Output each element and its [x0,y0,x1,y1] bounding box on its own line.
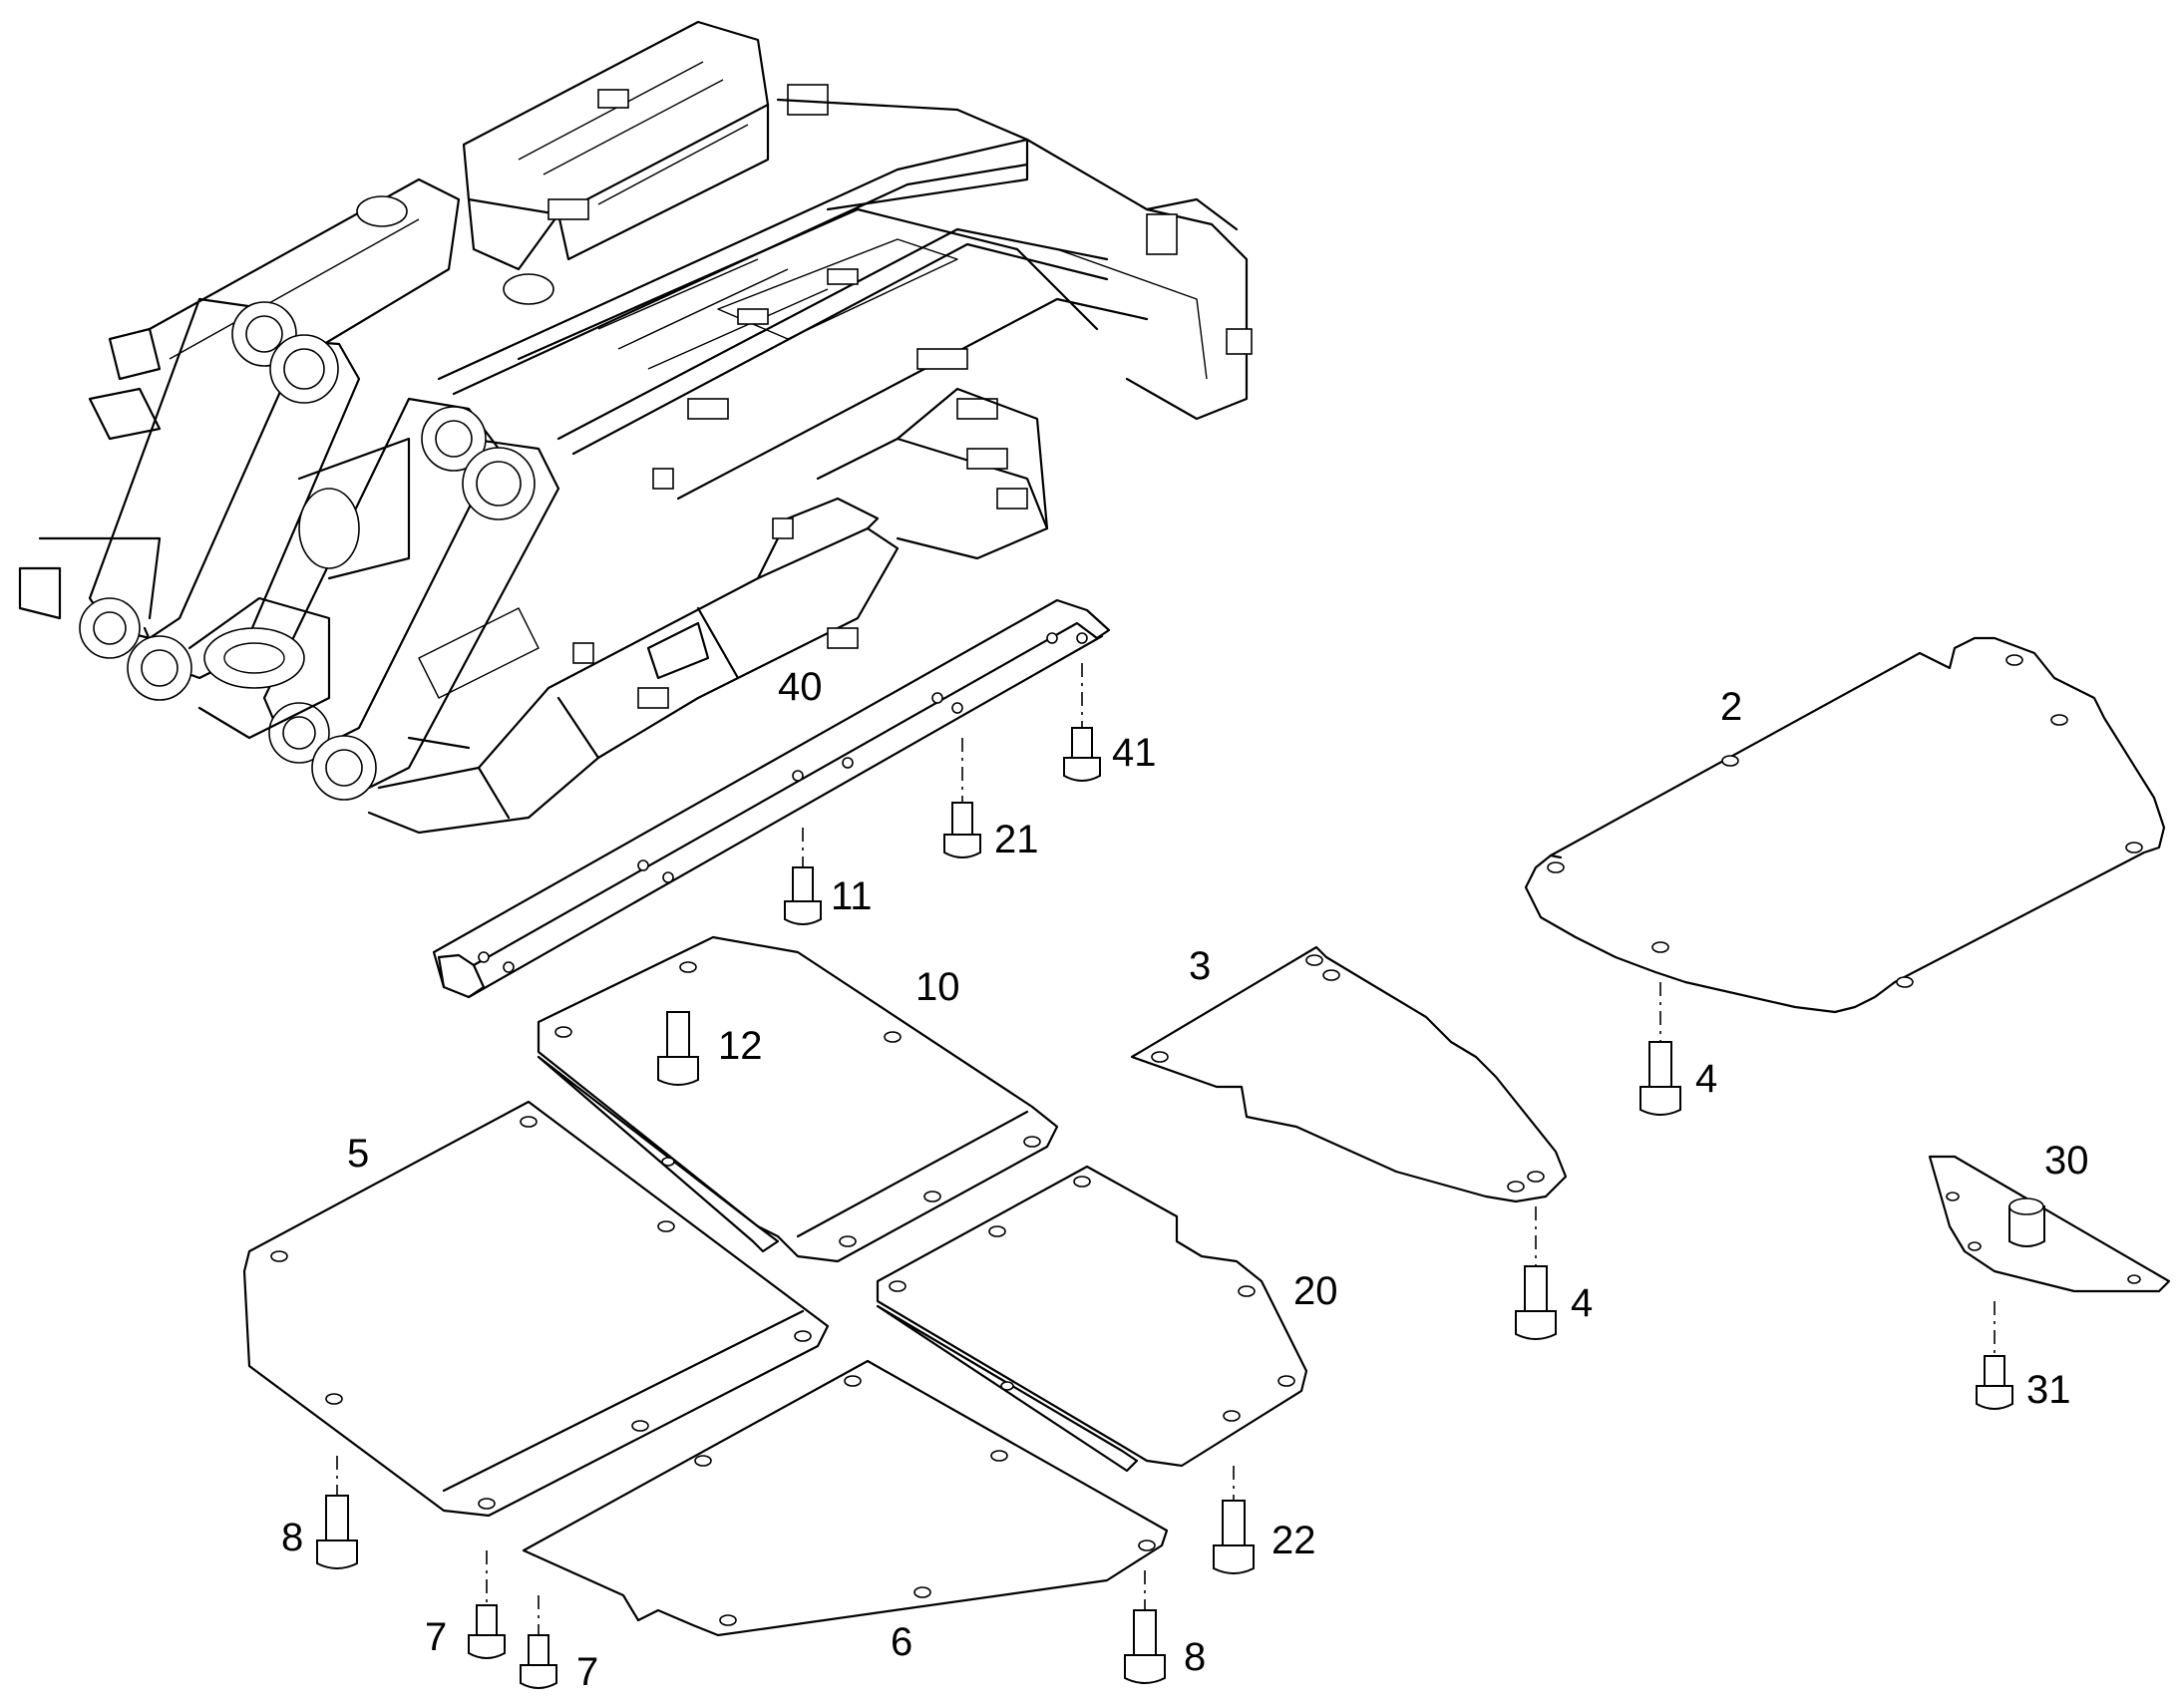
callout-22: 22 [1272,1519,1316,1562]
callout-3: 3 [1189,944,1211,988]
callout-21: 21 [994,818,1039,861]
leader-lines [336,663,1996,1635]
bolt-11-icon [784,866,822,925]
callout-7b: 7 [576,1650,598,1694]
callout-30: 30 [2044,1139,2089,1183]
callout-labels: 2 3 4 4 5 6 7 7 8 8 10 11 12 20 21 22 30… [281,665,2089,1694]
callout-4-upper: 4 [1695,1057,1717,1101]
callout-31: 31 [2026,1368,2071,1412]
bolt-4-upper-icon [1639,1041,1681,1116]
callout-5: 5 [347,1132,369,1176]
callout-11: 11 [831,874,873,918]
bolt-7a-icon [468,1604,506,1659]
bolts [316,727,2013,1689]
part-6-plate [522,1359,1169,1637]
bolt-7b-icon [520,1634,557,1689]
callout-41: 41 [1112,731,1157,775]
chassis-frame [18,20,1253,835]
callout-7a: 7 [425,1615,447,1659]
callout-8-right: 8 [1184,1635,1206,1679]
callout-8-left: 8 [281,1516,303,1559]
callout-12: 12 [718,1024,763,1068]
callout-4-lower: 4 [1571,1281,1593,1325]
bolt-41-icon [1063,727,1101,782]
part-30-bracket [1928,1155,2171,1293]
part-20-plate [876,1165,1308,1473]
callout-6: 6 [891,1620,912,1664]
bolt-12-icon [657,1011,699,1086]
callout-40: 40 [778,665,823,709]
part-2-plate [1524,636,2166,1014]
part-3-plate [1130,945,1568,1203]
bolt-21-icon [943,802,981,858]
bolt-4-lower-icon [1515,1265,1557,1340]
bolt-8-left-icon [316,1495,358,1569]
callout-2: 2 [1720,685,1742,729]
part-5-plate [242,1100,830,1518]
callout-20: 20 [1293,1269,1338,1313]
part-40-channel [432,598,1111,999]
bolt-22-icon [1213,1500,1255,1574]
bolt-8-right-icon [1124,1609,1166,1684]
callout-10: 10 [915,965,960,1009]
bolt-31-icon [1976,1355,2013,1410]
